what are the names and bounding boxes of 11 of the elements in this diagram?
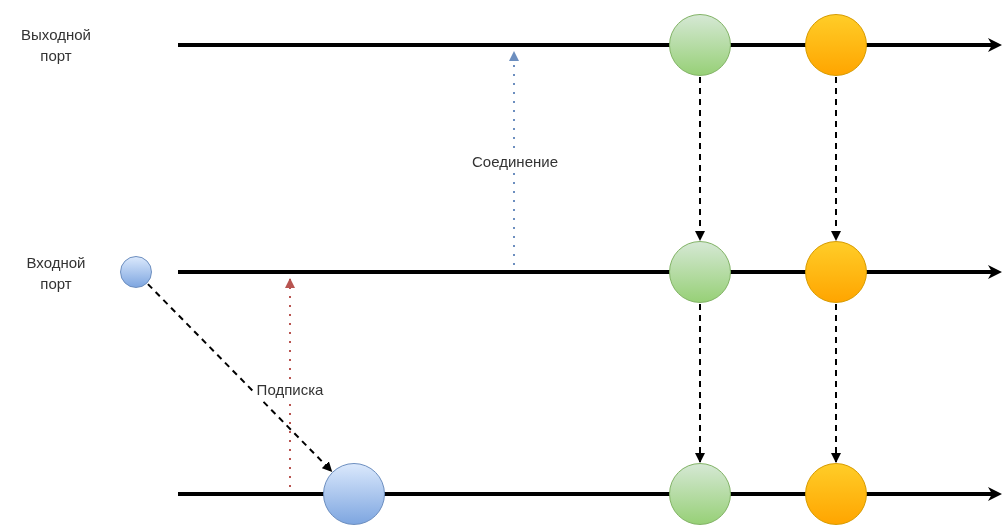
event-circle	[120, 256, 152, 288]
arrow	[509, 51, 519, 266]
edge-label: Соединение	[470, 153, 560, 171]
arrow	[831, 76, 841, 241]
arrow	[831, 303, 841, 463]
arrow	[285, 278, 295, 488]
timeline-label: Выходной порт	[20, 25, 92, 66]
timeline-label: Входной порт	[25, 253, 87, 294]
arrow	[695, 303, 705, 463]
arrow	[695, 76, 705, 241]
arrow	[146, 283, 333, 473]
